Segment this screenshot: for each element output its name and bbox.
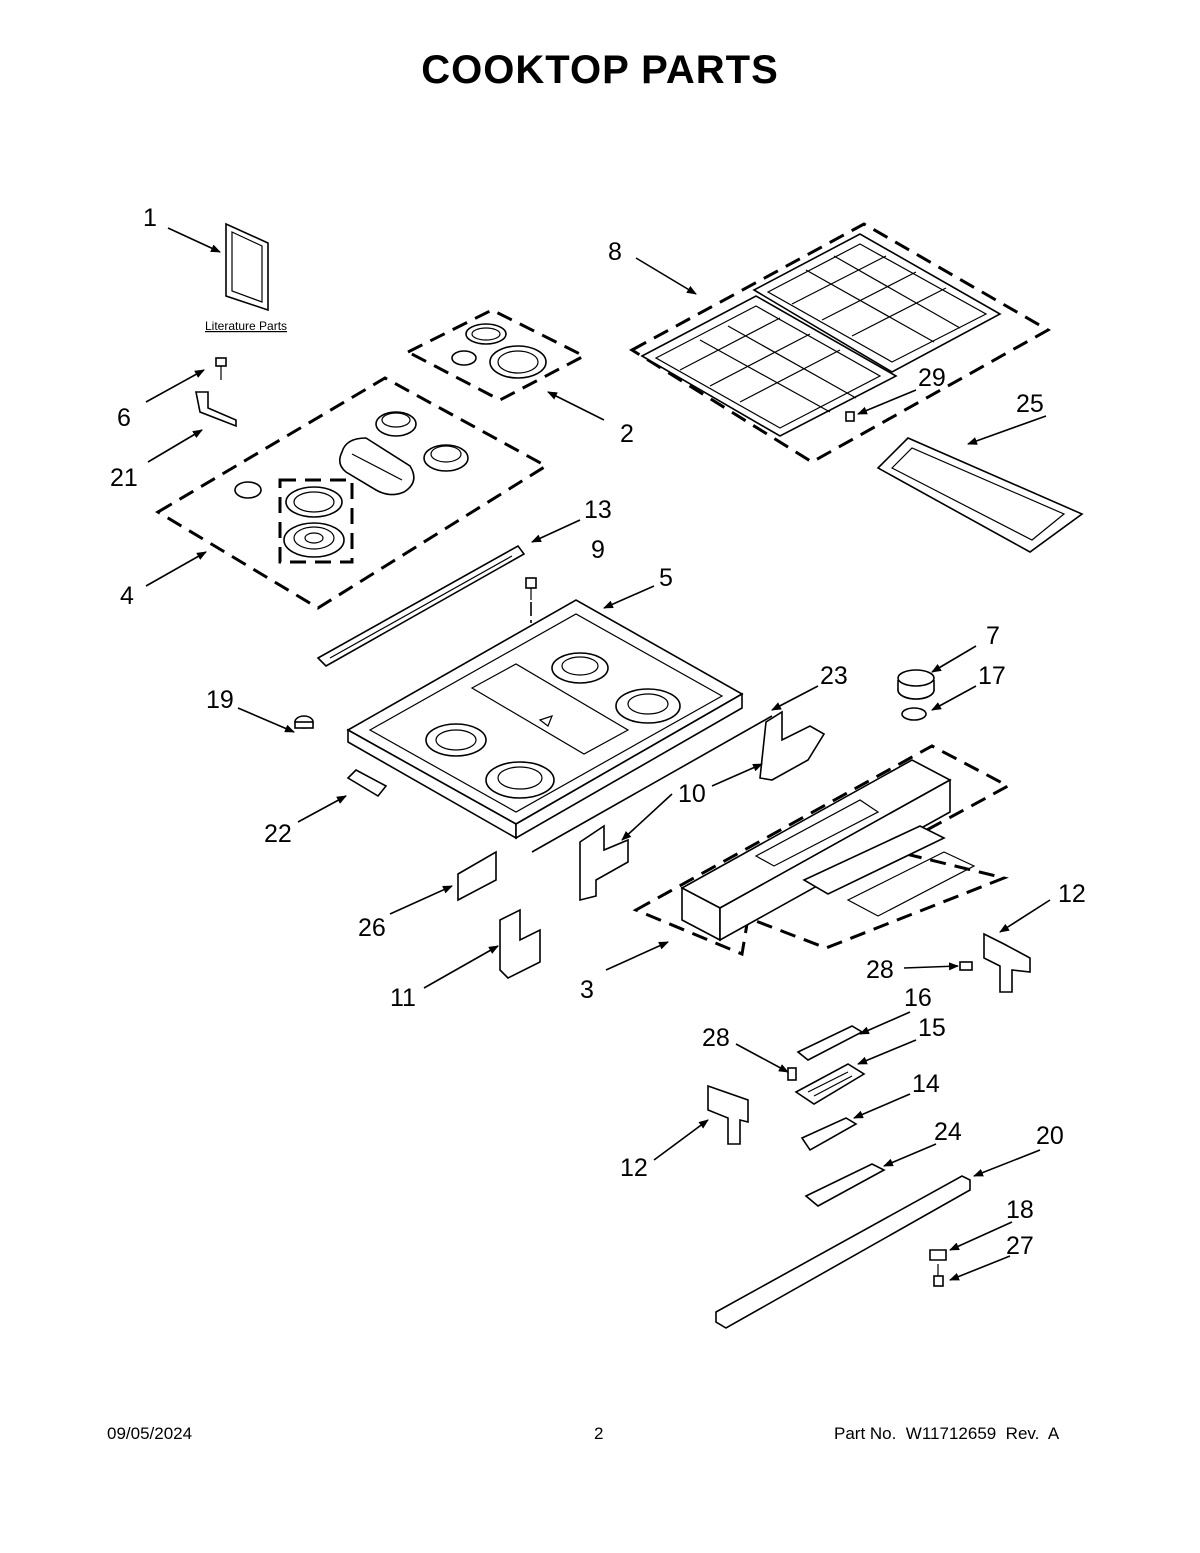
footer-date: 09/05/2024 — [107, 1424, 193, 1443]
part-6-screw — [215, 357, 227, 380]
part-7-knob — [897, 669, 935, 700]
part-25-griddle — [876, 437, 1084, 553]
callout-26: 26 — [358, 914, 386, 942]
callout-3: 3 — [580, 976, 594, 1004]
callout-21: 21 — [110, 464, 138, 492]
callout-6: 6 — [117, 404, 131, 432]
part-10-bracket-right — [759, 710, 826, 781]
part-19-foot — [294, 715, 314, 729]
part-26-plate — [457, 850, 497, 902]
part-17-bezel — [901, 707, 927, 721]
callout-28-left: 28 — [702, 1024, 730, 1052]
part-11-bracket — [499, 908, 541, 979]
callout-25: 25 — [1016, 390, 1044, 418]
callout-27: 27 — [1006, 1232, 1034, 1260]
part-3-control-panel-group — [632, 744, 1012, 957]
part-5-cooktop — [346, 599, 744, 840]
callout-18: 18 — [1006, 1196, 1034, 1224]
literature-parts-label: Literature Parts — [205, 319, 287, 333]
callout-14: 14 — [912, 1070, 940, 1098]
callout-11: 11 — [390, 984, 416, 1012]
part-16-cover — [796, 1025, 864, 1061]
callout-10: 10 — [678, 780, 706, 808]
part-1-literature: Literature Parts — [205, 222, 287, 333]
callout-numbers: 1 2 3 4 5 6 7 8 9 10 11 12 12 13 14 15 1… — [110, 204, 1086, 1260]
callout-16: 16 — [904, 984, 932, 1012]
part-21-bracket — [195, 391, 237, 428]
part-28-screw-left — [787, 1067, 797, 1081]
page-title: COOKTOP PARTS — [421, 48, 779, 92]
part-14-module — [800, 1117, 858, 1152]
part-18-foot — [929, 1249, 947, 1261]
callout-12-left: 12 — [620, 1154, 648, 1182]
part-12-switch-right — [983, 932, 1031, 993]
callout-8: 8 — [608, 238, 622, 266]
leader-lines — [145, 227, 1051, 1281]
callout-29: 29 — [918, 364, 946, 392]
callout-15: 15 — [918, 1014, 946, 1042]
part-20-rail — [715, 1175, 971, 1329]
callout-20: 20 — [1036, 1122, 1064, 1150]
callout-24: 24 — [934, 1118, 962, 1146]
callout-2: 2 — [620, 420, 634, 448]
callout-19: 19 — [206, 686, 234, 714]
callout-13: 13 — [584, 496, 612, 524]
part-29-grate-foot — [845, 411, 855, 422]
callout-7: 7 — [986, 622, 1000, 650]
footer-page-number: 2 — [594, 1424, 604, 1443]
part-28-screw-right — [959, 961, 973, 971]
part-27-screw — [933, 1264, 944, 1287]
callout-12-right: 12 — [1058, 880, 1086, 908]
part-15-board — [794, 1063, 866, 1105]
callout-1: 1 — [143, 204, 157, 232]
callout-4: 4 — [120, 582, 134, 610]
part-8-grates-group — [629, 222, 1052, 464]
callout-23: 23 — [820, 662, 848, 690]
part-13-trim — [316, 544, 526, 667]
part-4-burner-heads-group — [155, 376, 549, 610]
part-2-burner-caps-group — [404, 308, 588, 402]
callout-9: 9 — [591, 536, 605, 564]
callout-28-right: 28 — [866, 956, 894, 984]
part-24-shield — [804, 1163, 886, 1207]
part-22-bracket — [346, 769, 388, 798]
callout-5: 5 — [659, 564, 673, 592]
callout-22: 22 — [264, 820, 292, 848]
callout-17: 17 — [978, 662, 1006, 690]
part-12-switch-left — [707, 1084, 749, 1145]
part-10-bracket-left — [579, 824, 629, 902]
footer-part-number: Part No. W11712659 Rev. A — [834, 1424, 1060, 1443]
